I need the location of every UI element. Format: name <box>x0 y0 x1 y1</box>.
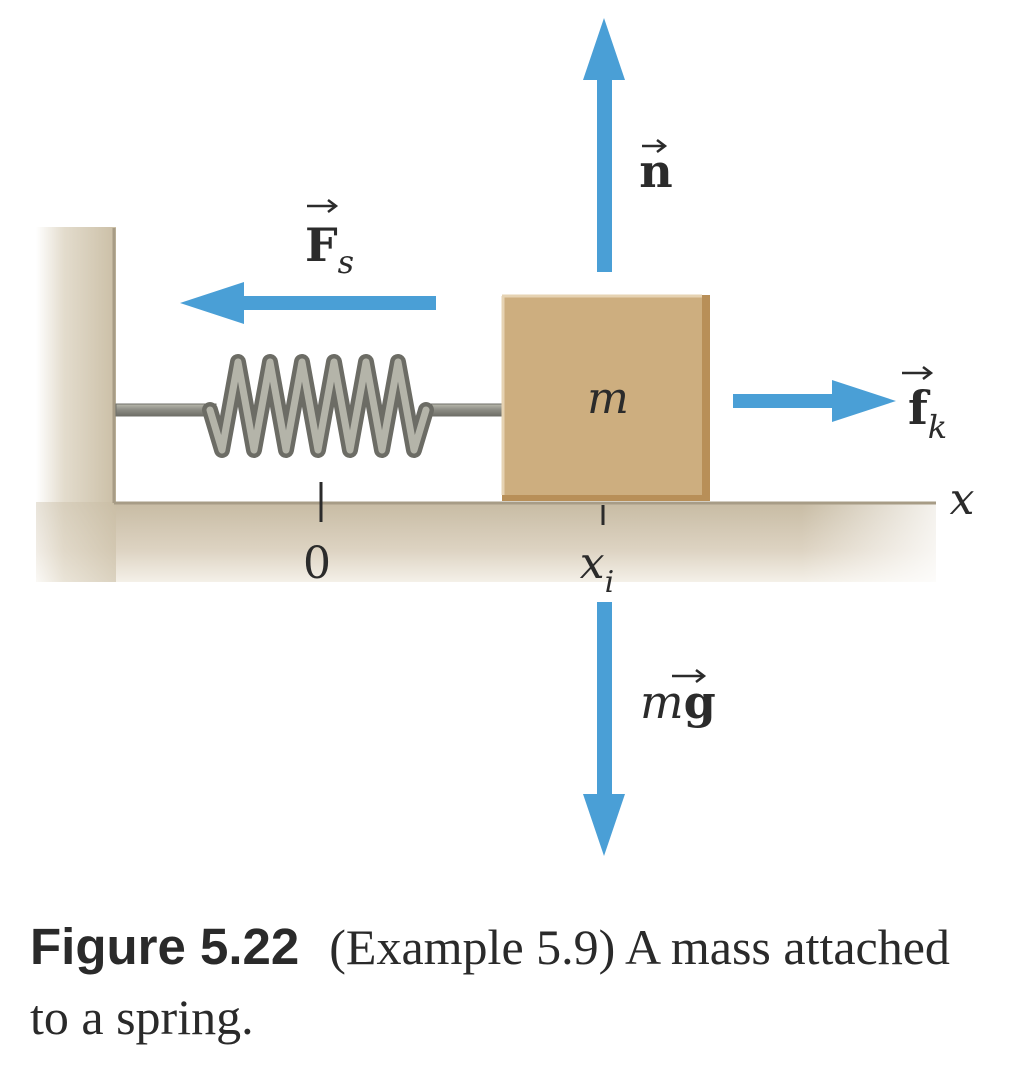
normal-force-arrow <box>583 18 625 272</box>
origin-label: 0 <box>303 538 331 589</box>
mass-block: m <box>501 294 710 501</box>
friction-force-arrow <box>733 380 896 422</box>
axis-ticks: 0 xi x <box>303 474 975 600</box>
friction-force-label: fk <box>902 366 947 446</box>
spring-force-label: Fs <box>305 199 354 281</box>
svg-text:n: n <box>639 144 672 198</box>
x-axis-label: x <box>950 474 975 525</box>
weight-force-arrow <box>583 602 625 856</box>
mass-label: m <box>587 373 629 424</box>
svg-text:fk: fk <box>908 381 947 446</box>
caption-text: (Example 5.9) A mass attached to a sprin… <box>30 919 950 1045</box>
weight-force-label: mg <box>640 669 716 729</box>
wall <box>36 227 116 505</box>
svg-text:mg: mg <box>640 675 716 729</box>
spring-mass-diagram: m 0 xi x n Fs fk <box>36 18 975 856</box>
normal-force-label: n <box>639 139 673 198</box>
svg-text:Fs: Fs <box>305 218 354 281</box>
wall-and-floor <box>36 227 936 582</box>
spring-force-arrow <box>180 282 436 324</box>
initial-position-label: xi <box>580 538 614 600</box>
spring <box>115 354 505 458</box>
caption-label: Figure 5.22 <box>30 918 300 975</box>
figure-caption: Figure 5.22(Example 5.9) A mass attached… <box>30 912 990 1052</box>
